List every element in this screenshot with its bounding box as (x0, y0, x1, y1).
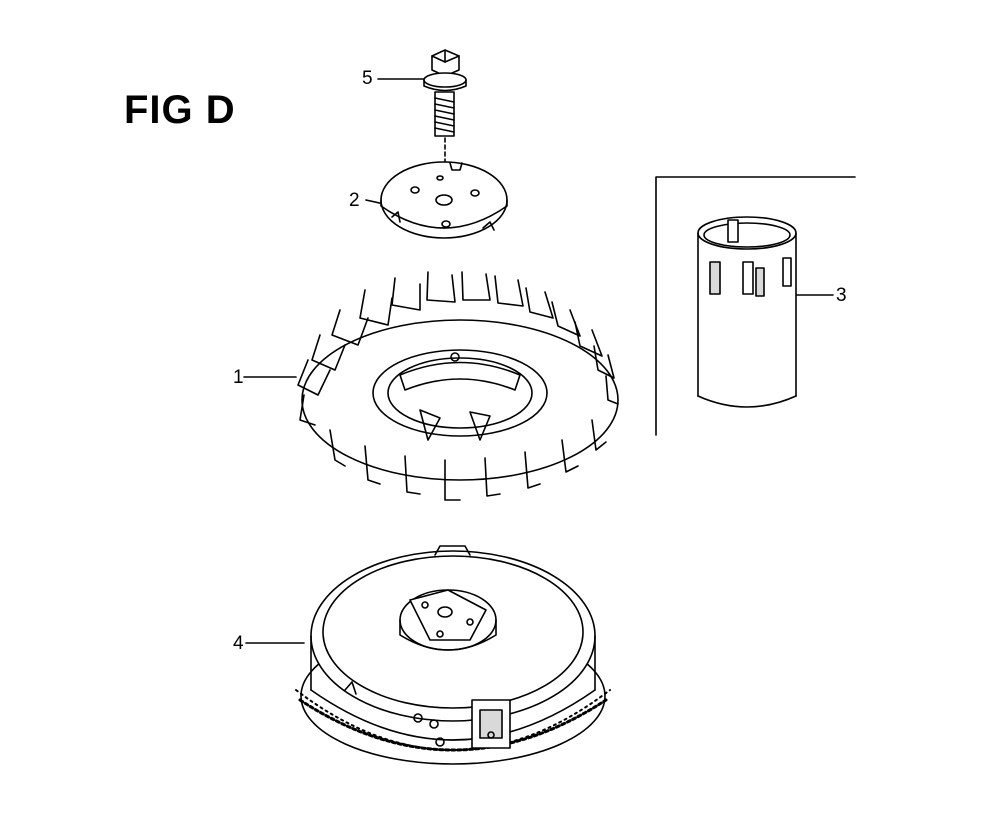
optional-part-bracket (655, 176, 856, 436)
callout-3: 3 (836, 285, 847, 306)
flywheel (295, 545, 611, 765)
cooling-fan (297, 271, 619, 501)
callout-2: 2 (349, 190, 360, 211)
callout-4: 4 (233, 633, 244, 654)
callout-1: 1 (233, 367, 244, 388)
flange-bolt (423, 49, 467, 179)
pulley-plate (380, 161, 508, 239)
starter-pulley-sleeve (697, 216, 797, 408)
callout-5: 5 (362, 68, 373, 89)
figure-title: FIG D (124, 88, 236, 132)
